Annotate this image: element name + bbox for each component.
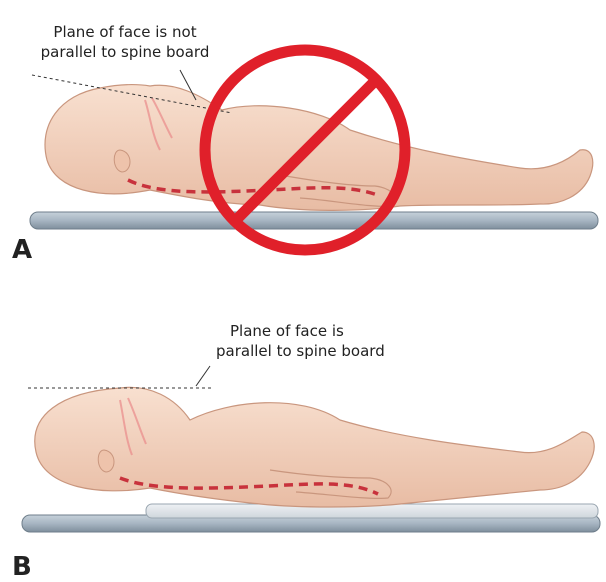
panel-letter-a: A bbox=[12, 235, 32, 265]
leader-line-b bbox=[196, 366, 210, 386]
caption-panel-a: Plane of face is not parallel to spine b… bbox=[37, 22, 213, 62]
infant-body-b bbox=[35, 387, 594, 507]
panel-a bbox=[30, 50, 598, 250]
caption-a-line1: Plane of face is not bbox=[37, 22, 213, 42]
infant-body-a bbox=[45, 85, 593, 211]
caption-panel-b: Plane of face is parallel to spine board bbox=[216, 321, 385, 361]
caption-b-line1: Plane of face is bbox=[216, 321, 385, 341]
panel-b bbox=[22, 366, 600, 532]
caption-b-line2: parallel to spine board bbox=[216, 341, 385, 361]
panel-letter-b: B bbox=[12, 552, 32, 582]
caption-a-line2: parallel to spine board bbox=[37, 42, 213, 62]
spine-board-a bbox=[30, 212, 598, 229]
